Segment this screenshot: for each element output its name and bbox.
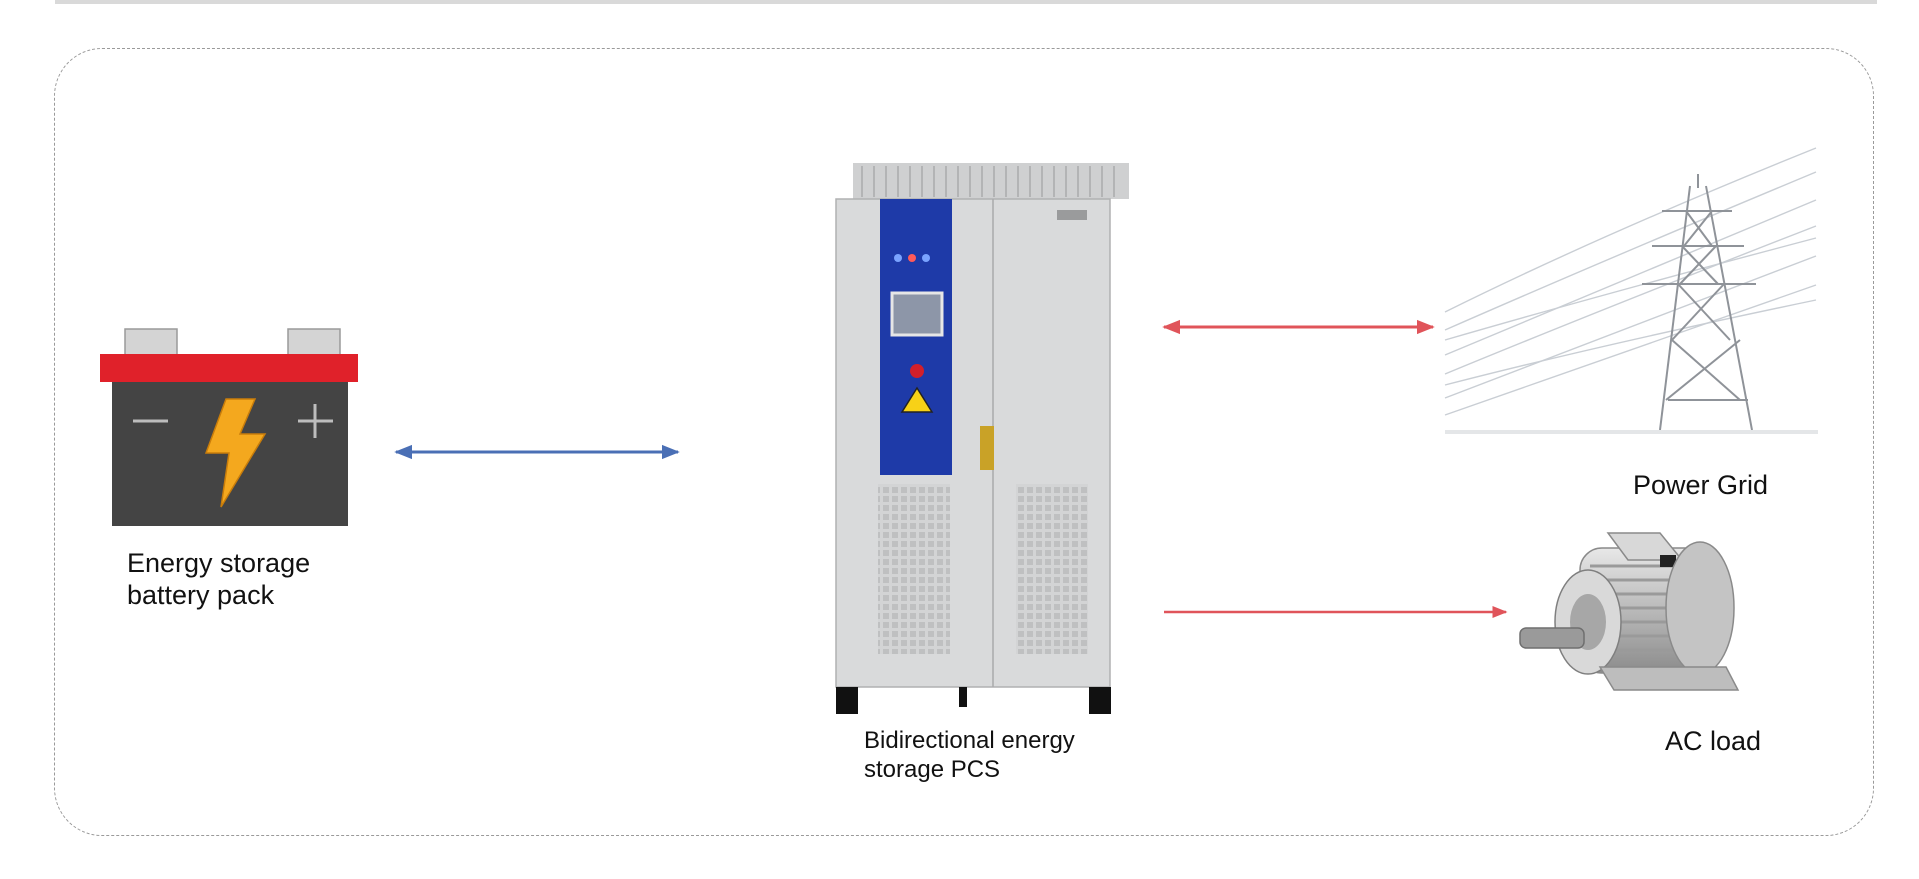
battery-icon [100, 329, 358, 526]
pcs-label: Bidirectional energy storage PCS [864, 727, 1075, 785]
pcs-label-line1: Bidirectional energy [864, 727, 1075, 756]
transmission-tower-icon [1445, 148, 1818, 432]
grid-label: Power Grid [1633, 469, 1768, 501]
load-label: AC load [1665, 725, 1761, 757]
pcs-cabinet-icon [836, 163, 1129, 714]
ac-motor-icon [1520, 533, 1738, 690]
battery-label-line2: battery pack [127, 579, 310, 611]
battery-label-line1: Energy storage [127, 547, 310, 579]
battery-label: Energy storage battery pack [127, 547, 310, 612]
pcs-label-line2: storage PCS [864, 756, 1075, 785]
